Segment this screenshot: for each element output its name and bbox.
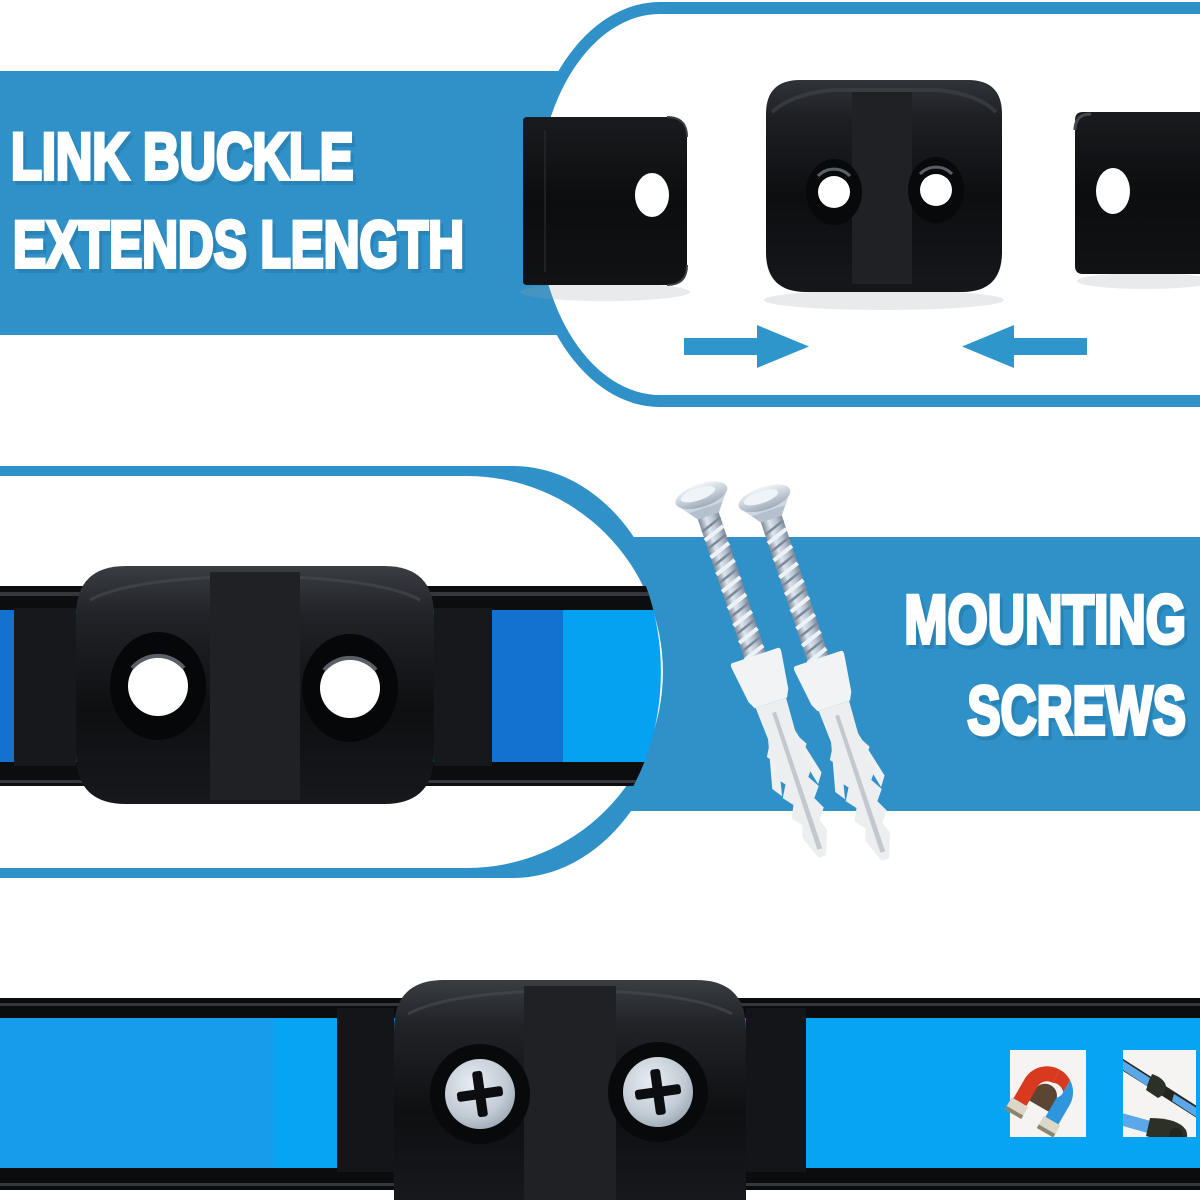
svg-text:EXTENDS LENGTH: EXTENDS LENGTH (13, 208, 464, 282)
svg-text:LINK BUCKLE: LINK BUCKLE (11, 121, 354, 194)
svg-text:SCREWS: SCREWS (970, 676, 1189, 753)
svg-text:MOUNTING: MOUNTING (904, 581, 1186, 658)
svg-text:LINK BUCKLE: LINK BUCKLE (14, 125, 357, 198)
svg-text:MOUNTING: MOUNTING (907, 585, 1189, 662)
svg-text:SCREWS: SCREWS (967, 672, 1186, 749)
svg-text:EXTENDS LENGTH: EXTENDS LENGTH (16, 212, 467, 286)
